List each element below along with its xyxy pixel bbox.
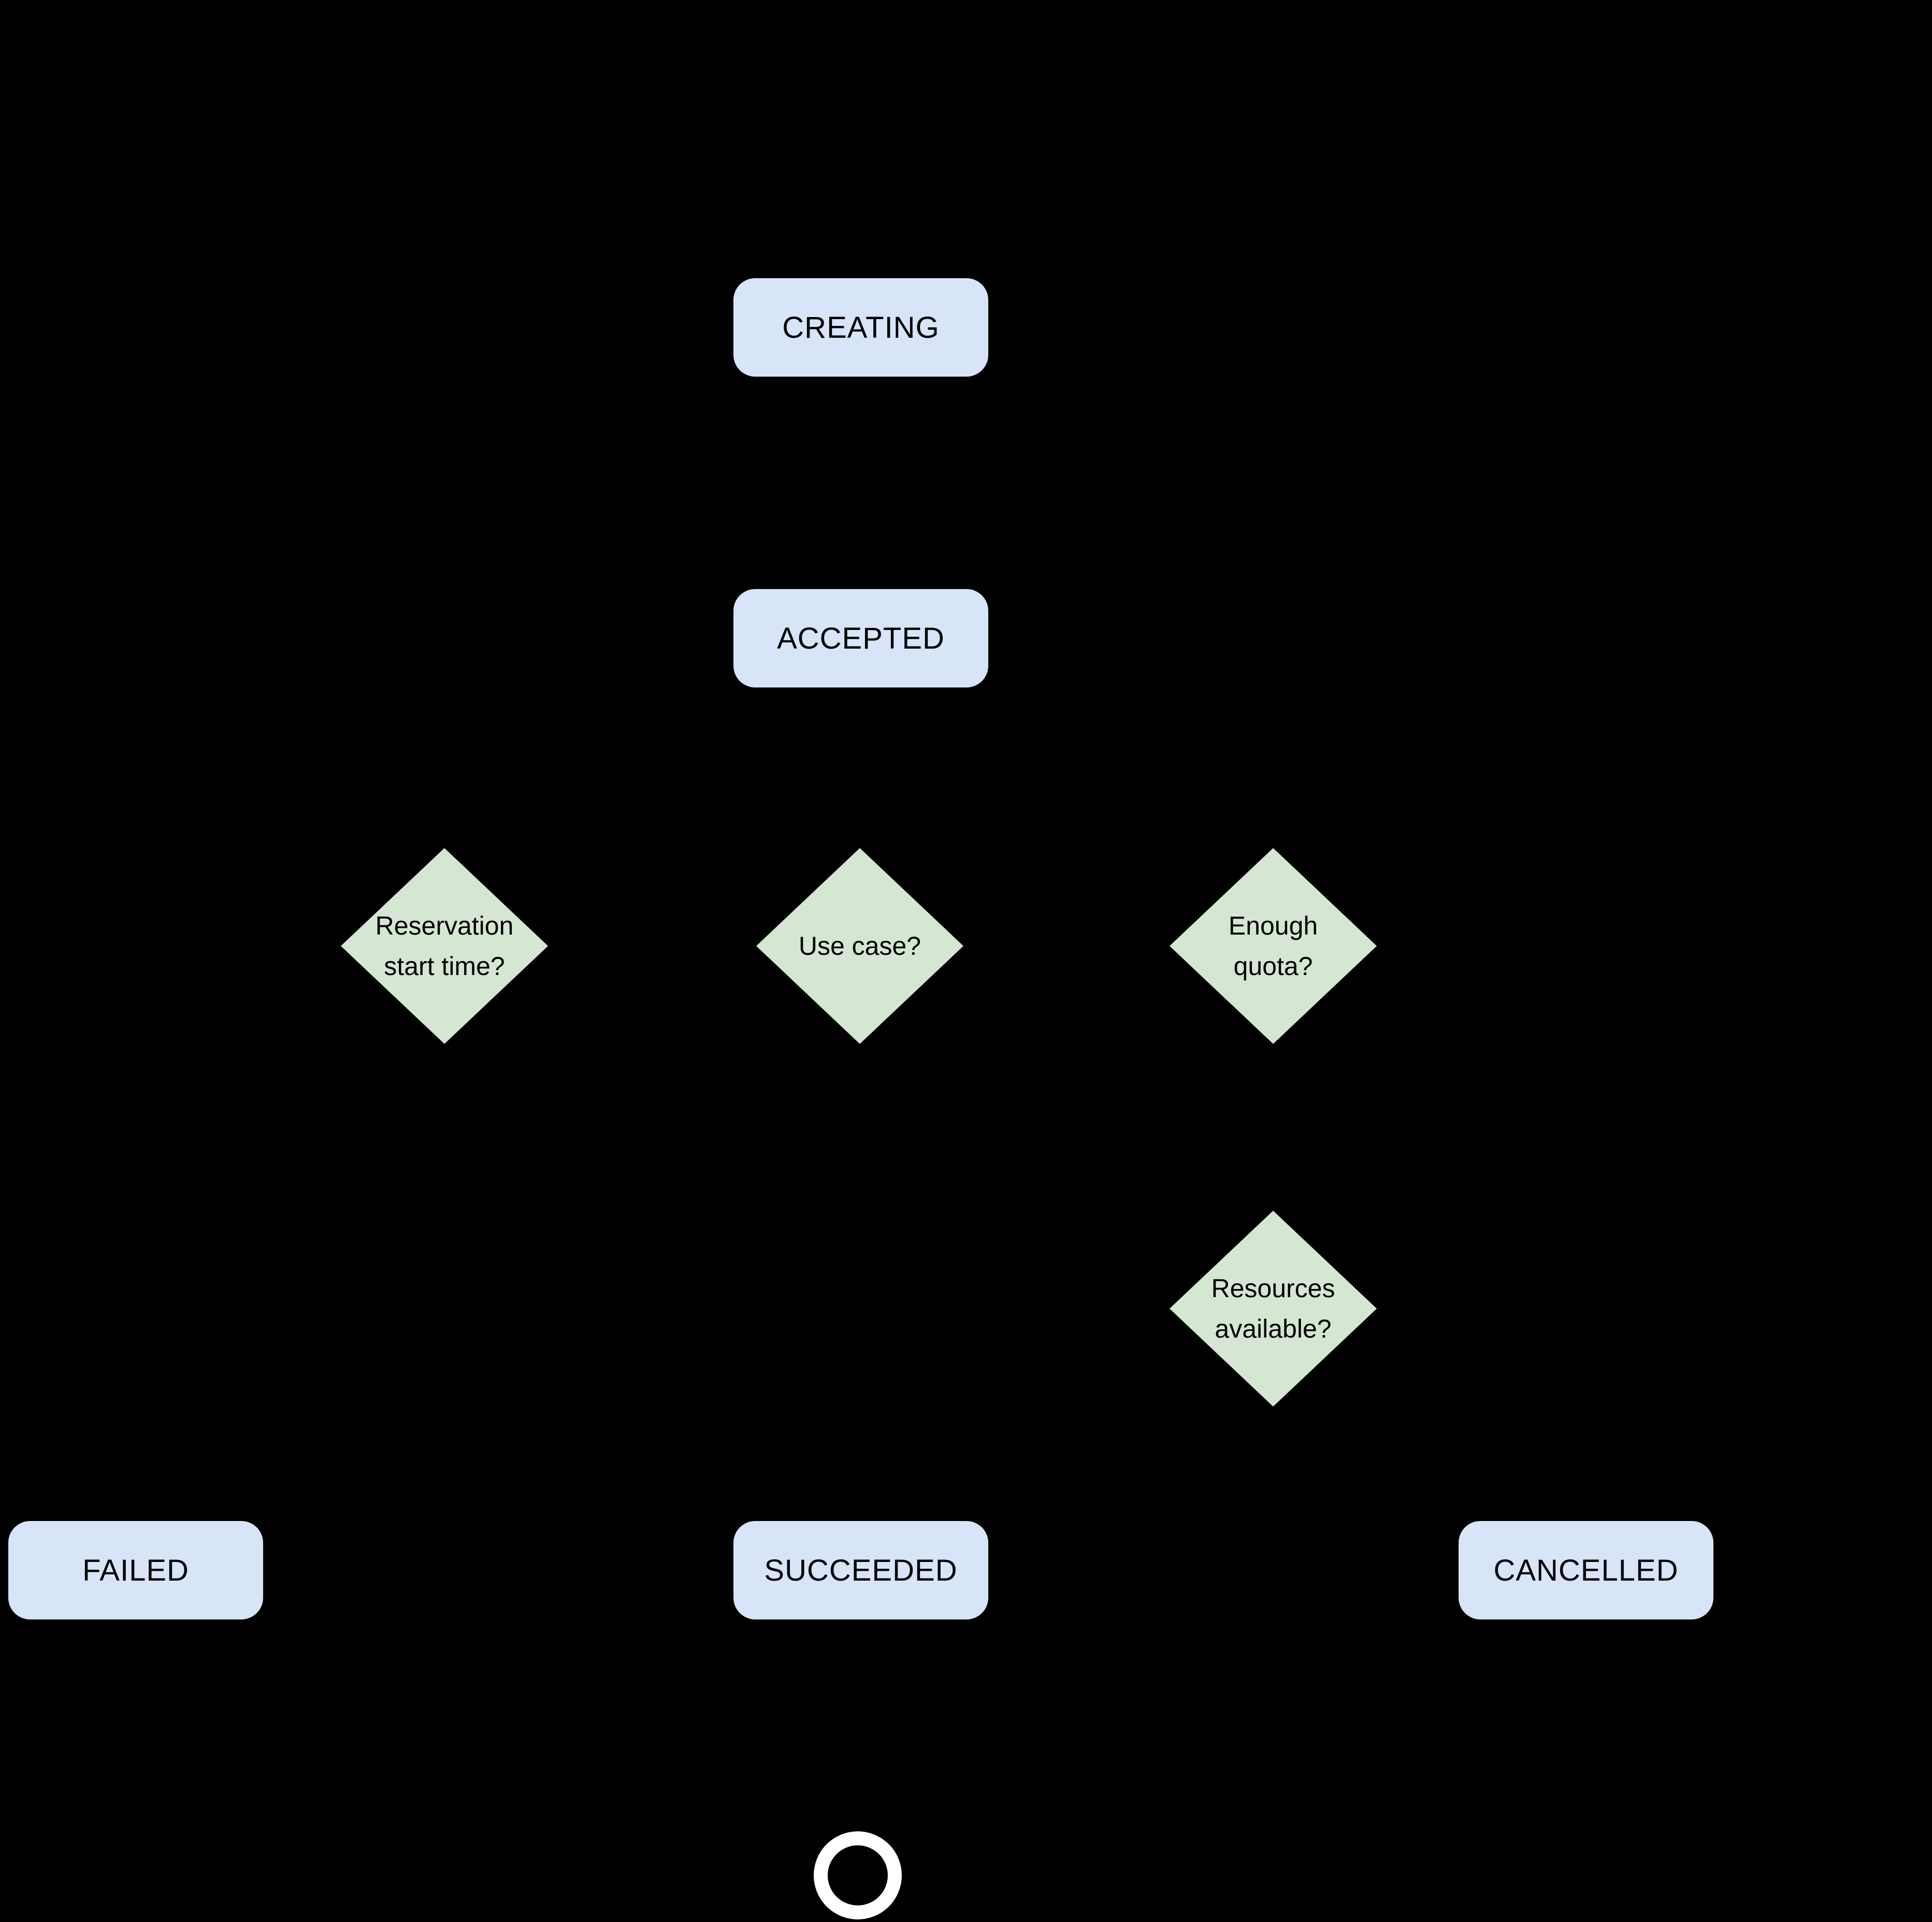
state-accepted: ACCEPTED: [733, 589, 988, 687]
state-succeeded: SUCCEEDED: [733, 1521, 988, 1619]
decision-use-case: Use case?: [756, 848, 963, 1044]
end-node-circle-icon: [814, 1831, 902, 1919]
state-cancelled: CANCELLED: [1459, 1521, 1713, 1619]
decision-label-line: Enough: [1228, 911, 1318, 940]
decision-label-line: Use case?: [798, 931, 921, 960]
decision-enough-quota: Enough quota?: [1170, 848, 1377, 1044]
decision-label-line: Resources: [1211, 1274, 1335, 1303]
decision-label-line: available?: [1215, 1314, 1332, 1343]
state-creating-label: CREATING: [782, 310, 940, 345]
decision-resources-available: Resources available?: [1170, 1211, 1377, 1407]
state-failed: FAILED: [8, 1521, 263, 1619]
state-creating: CREATING: [733, 278, 988, 377]
decision-label-line: start time?: [384, 952, 505, 981]
state-cancelled-label: CANCELLED: [1493, 1553, 1679, 1587]
decision-label-line: quota?: [1233, 952, 1313, 981]
decision-reservation-start-time: Reservation start time?: [341, 848, 548, 1044]
state-failed-label: FAILED: [82, 1553, 189, 1587]
decision-label-line: Reservation: [375, 911, 514, 940]
state-accepted-label: ACCEPTED: [777, 621, 945, 655]
state-succeeded-label: SUCCEEDED: [764, 1553, 958, 1587]
